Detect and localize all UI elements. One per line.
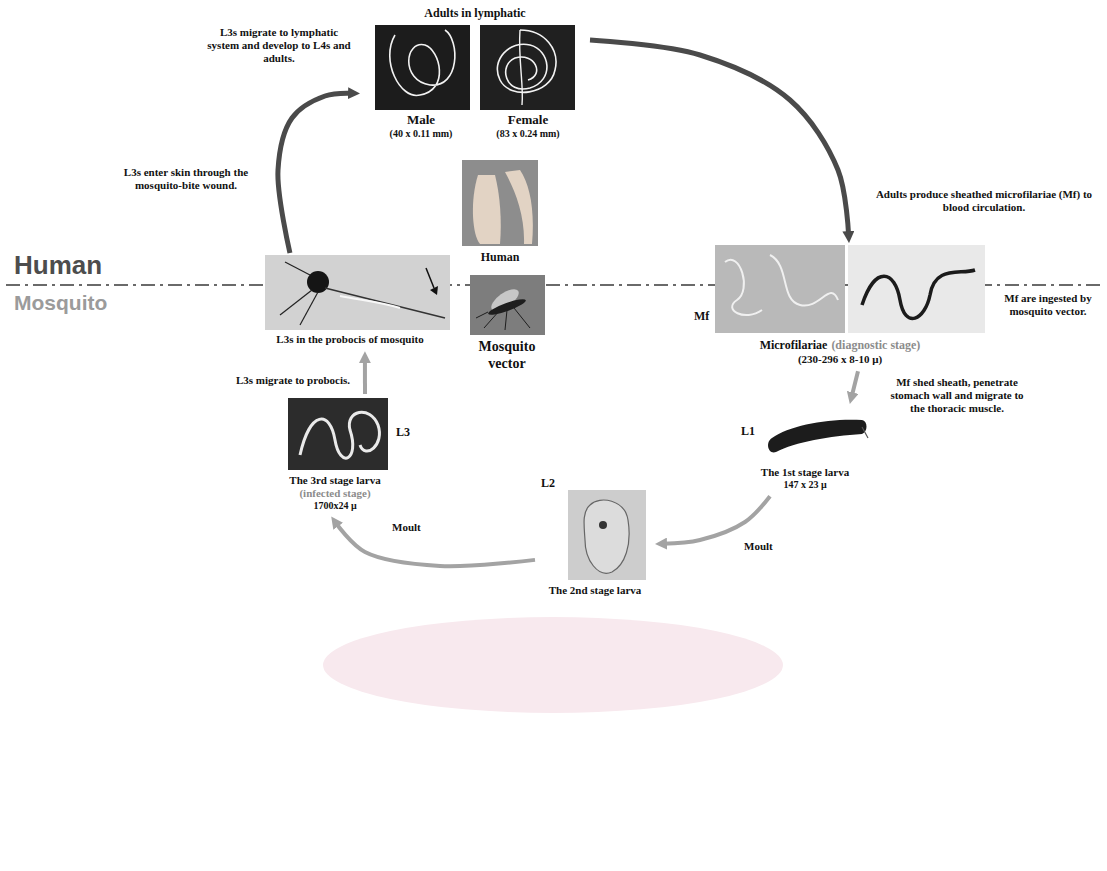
cycle-arrow [852,371,858,396]
host-label: Mosquito vector [464,339,550,373]
first-stage-larva: L1The 1st stage larva147 x 23 μ [735,404,875,496]
stage-note: (diagnostic stage) [831,338,920,352]
stage-label: The 2nd stage larva [537,584,653,597]
adult-worm-group: Adults in lymphaticMale(40 x 0.11 mm)Fem… [360,4,590,154]
proboscis-photo [265,255,450,330]
size-label: (230-296 x 8-10 μ) [692,353,988,366]
step-note: Mf shed sheath, penetrate stomach wall a… [882,376,1032,416]
host-label: Human [460,250,540,264]
stage-tag: Mf [694,309,709,323]
host-heading: Human [14,250,102,281]
first-larva-photo [768,420,868,453]
stage-label: The 3rd stage larva [257,474,413,487]
vector-heading: Mosquito [14,290,107,315]
stage-tag: L3 [396,425,410,439]
cycle-arrow [363,359,367,394]
size-label: (40 x 0.11 mm) [372,128,470,140]
cycle-arrow [278,93,352,253]
stage-tag: L1 [741,424,755,438]
third-stage-larva: L3The 3rd stage larva(infected stage)170… [255,394,415,517]
group-title: Adults in lymphatic [362,6,588,20]
worm-sex: Male [372,112,470,128]
male-worm-photo [375,25,470,110]
microfilariae-photo [715,245,985,333]
female-worm-photo [480,25,575,110]
cycle-arrow [590,40,849,235]
mosquito-vector: Mosquito vector [462,273,552,378]
stage-label: Microfilariae [760,338,828,352]
cycle-arrow [663,496,770,544]
stage-label: L3s in the probocis of mosquito [247,333,453,346]
second-stage-larva: L2The 2nd stage larva [535,474,655,602]
step-note: Moult [392,521,421,534]
step-note: Mf are ingested by mosquito vector. [996,292,1100,318]
male-worm: Male(40 x 0.11 mm) [370,24,472,145]
second-larva-photo [568,490,646,580]
cycle-arrow [336,523,535,566]
human-photo [462,160,538,246]
stage-note: (infected stage) [257,487,413,500]
size-label: (83 x 0.24 mm) [478,128,578,140]
step-note: L3s enter skin through the mosquito-bite… [106,166,266,192]
watermark [323,617,783,713]
stage-tag: L2 [541,476,555,490]
mosquito-photo [470,275,545,335]
step-note: L3s migrate to lymphatic system and deve… [205,26,353,66]
size-label: 1700x24 μ [257,500,413,512]
step-note: L3s migrate to probocis. [185,374,350,387]
female-worm: Female(83 x 0.24 mm) [476,24,580,145]
proboscis-stage: L3s in the probocis of mosquito [245,253,455,351]
human-host: Human [458,156,542,269]
step-note: Adults produce sheathed microfilariae (M… [866,188,1102,214]
third-larva-photo [288,398,388,470]
size-label: 147 x 23 μ [737,479,873,491]
worm-sex: Female [478,112,578,128]
step-note: Moult [744,540,773,553]
microfilaria-stage: MfMicrofilariae(diagnostic stage)(230-29… [690,243,990,371]
stage-label: The 1st stage larva [737,466,873,479]
